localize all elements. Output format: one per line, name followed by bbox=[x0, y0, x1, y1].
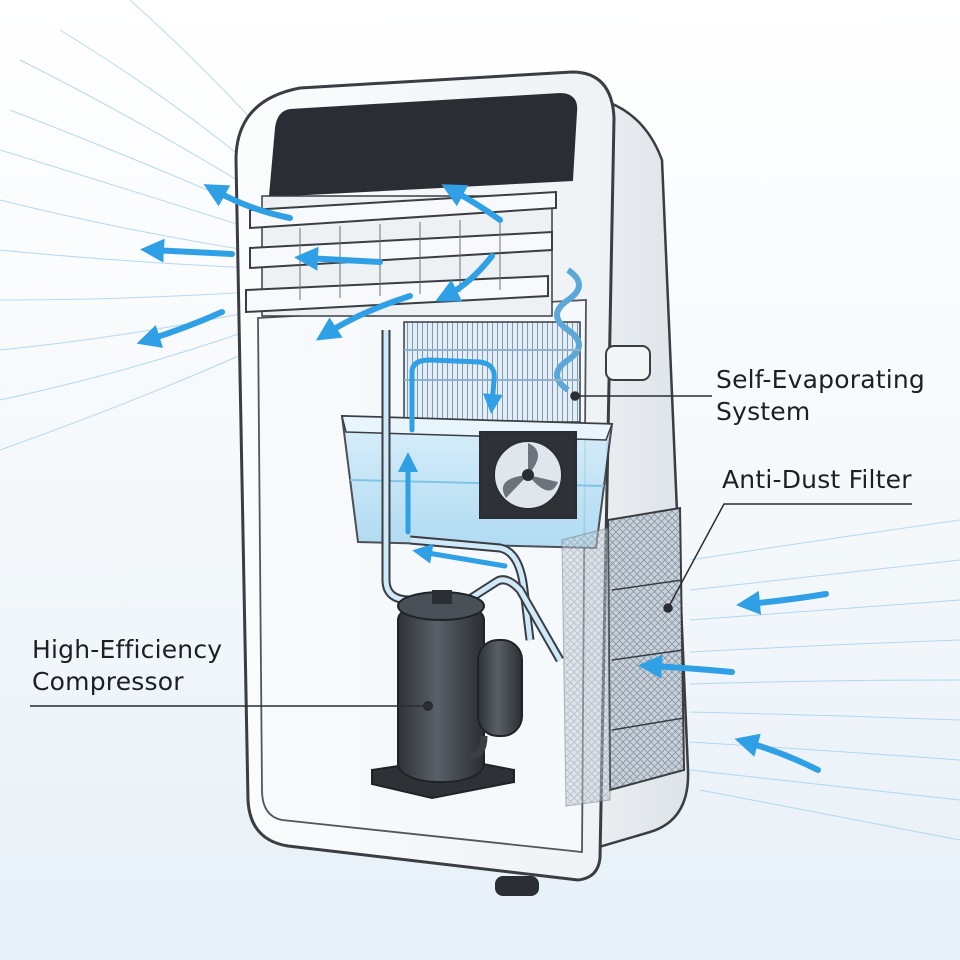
label-self-evaporating-line2: System bbox=[716, 397, 811, 426]
internal-flow-arrows bbox=[398, 357, 508, 569]
right-airflow-streaks bbox=[689, 519, 960, 841]
airflow-arrow-icon bbox=[136, 184, 503, 348]
top-display-panel bbox=[268, 92, 578, 198]
compressor bbox=[371, 590, 523, 800]
anti-dust-filter bbox=[561, 506, 686, 807]
label-anti-dust-line1: Anti-Dust Filter bbox=[722, 465, 912, 494]
fan-icon bbox=[479, 431, 577, 519]
label-anti-dust-filter: Anti-Dust Filter bbox=[722, 464, 912, 496]
side-handle bbox=[605, 345, 651, 381]
label-self-evaporating-line1: Self-Evaporating bbox=[716, 365, 925, 394]
label-self-evaporating-system: Self-Evaporating System bbox=[716, 364, 925, 428]
label-compressor-line1: High-Efficiency bbox=[32, 635, 223, 664]
label-compressor-line2: Compressor bbox=[32, 667, 184, 696]
leader-lines bbox=[30, 391, 912, 711]
label-high-efficiency-compressor: High-Efficiency Compressor bbox=[32, 634, 222, 698]
intake-arrow-icon bbox=[638, 590, 829, 773]
